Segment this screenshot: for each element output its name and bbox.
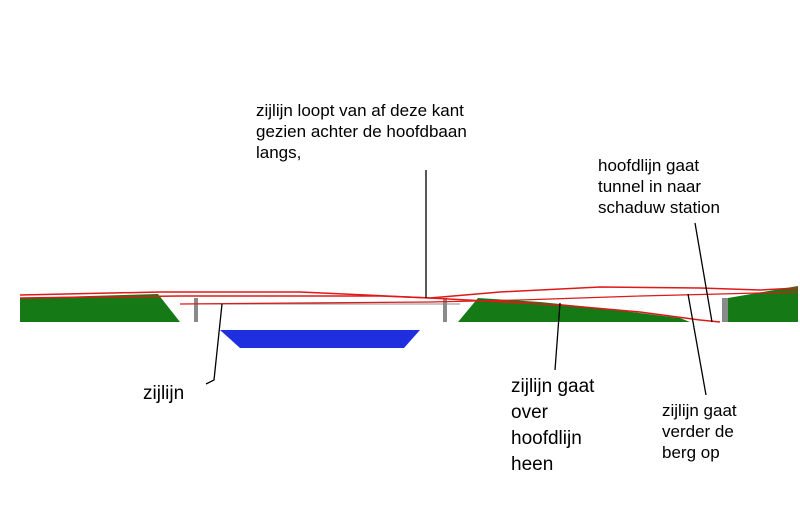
- label-sideline-up: zijlijn gaat verder de berg op: [662, 401, 737, 462]
- sideline-track: [19, 286, 799, 299]
- tunnel-portal-pillar: [722, 298, 728, 322]
- mainline-track: [19, 291, 721, 323]
- leader-mainline-tunnel: [694, 222, 713, 323]
- right-embankment: [724, 286, 798, 322]
- water-channel: [220, 330, 420, 348]
- label-sideline-over: zijlijn gaat over hoofdlijn heen: [511, 376, 595, 475]
- label-mainline-tunnel: hoofdlijn gaat tunnel in naar schaduw st…: [598, 156, 720, 217]
- middle-embankment: [458, 298, 690, 322]
- left-bridge-pillar: [194, 298, 198, 322]
- label-sideline-behind: zijlijn loopt van af deze kant gezien ac…: [256, 101, 467, 162]
- leader-sideline: [205, 303, 223, 385]
- right-bridge-pillar: [443, 298, 447, 322]
- label-sideline: zijlijn: [143, 383, 185, 404]
- leader-sideline-over: [554, 302, 561, 371]
- sideline-track-lower: [179, 291, 799, 305]
- leader-sideline-up: [687, 293, 707, 396]
- left-embankment: [20, 294, 180, 322]
